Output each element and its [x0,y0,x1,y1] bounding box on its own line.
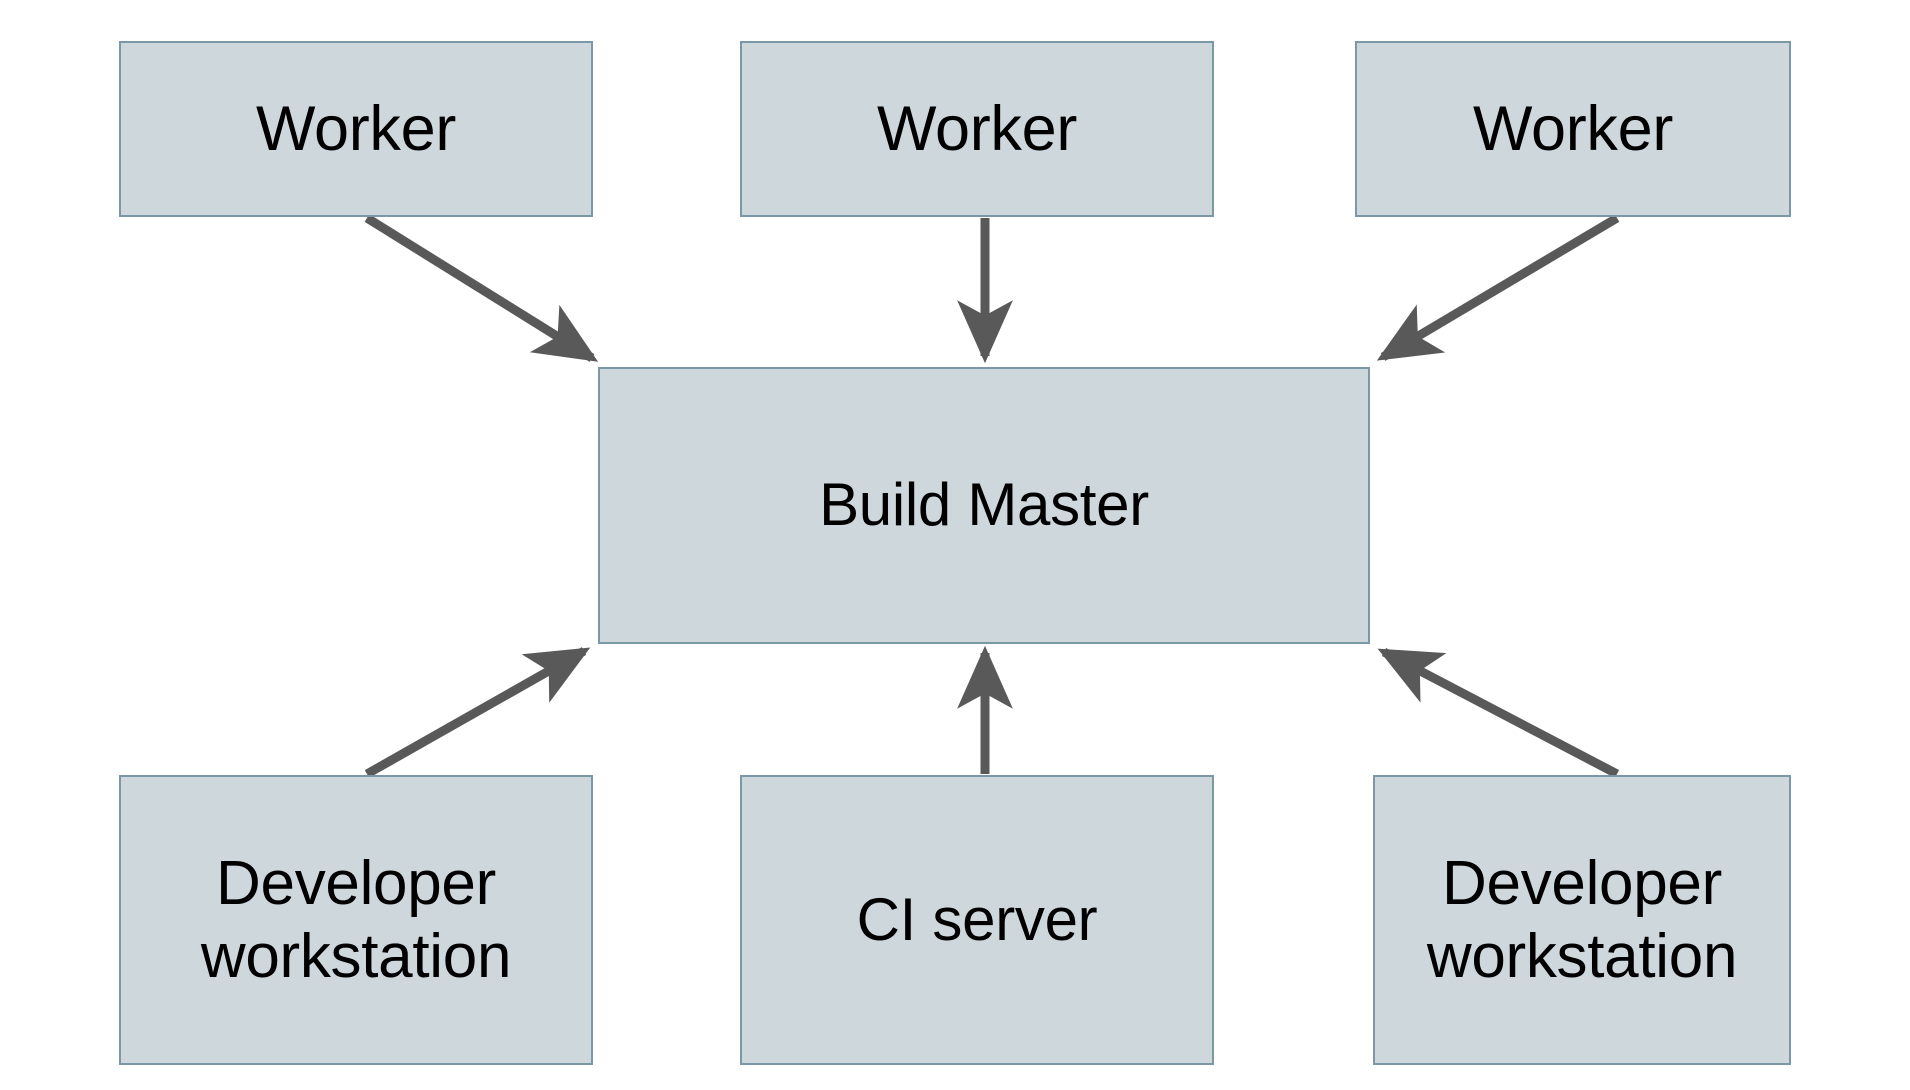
edge-dev-workstation-1-to-build-master [364,647,591,778]
node-worker-1[interactable]: Worker [119,41,593,217]
node-dev-workstation-1-label: Developer workstation [200,848,512,991]
node-build-master-label: Build Master [819,471,1149,539]
node-worker-3-label: Worker [1472,93,1674,164]
node-build-master[interactable]: Build Master [598,367,1370,644]
node-worker-1-label: Worker [255,93,457,164]
node-dev-workstation-2-label: Developer workstation [1426,848,1738,991]
node-dev-workstation-1[interactable]: Developer workstation [119,775,593,1065]
node-ci-server-label: CI server [856,885,1098,953]
node-dev-workstation-2[interactable]: Developer workstation [1373,775,1791,1065]
edge-worker-1-to-build-master [364,214,599,362]
node-worker-2[interactable]: Worker [740,41,1214,217]
node-worker-3[interactable]: Worker [1355,41,1791,217]
node-ci-server[interactable]: CI server [740,775,1214,1065]
edge-dev-workstation-2-to-build-master [1377,648,1620,778]
edge-worker-3-to-build-master [1376,214,1620,361]
node-worker-2-label: Worker [876,93,1078,164]
